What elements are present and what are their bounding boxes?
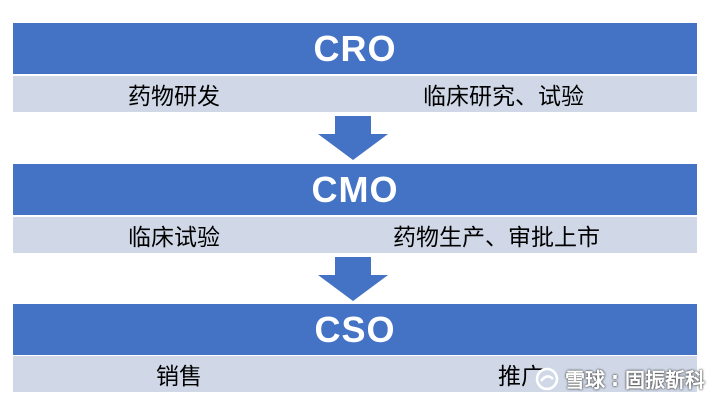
stage-row-cmo: 临床试验 药物生产、审批上市 bbox=[13, 217, 697, 253]
stage-header-cmo: CMO bbox=[13, 164, 697, 215]
stage-title: CMO bbox=[311, 168, 399, 210]
watermark-platform: 雪球 bbox=[565, 368, 605, 392]
watermark: 雪球 : 固振斱科 bbox=[535, 364, 705, 393]
watermark-separator: : bbox=[611, 366, 619, 391]
stage-title: CRO bbox=[313, 27, 397, 69]
stage-left-item: 销售 bbox=[156, 364, 202, 390]
snowball-logo-icon bbox=[535, 367, 559, 390]
stage-right-item: 药物生产、审批上市 bbox=[393, 225, 600, 251]
stage-right-item: 临床研究、试验 bbox=[423, 84, 584, 110]
stage-header-cro: CRO bbox=[13, 23, 697, 74]
watermark-author: 固振斱科 bbox=[625, 368, 705, 392]
stage-left-item: 药物研发 bbox=[128, 84, 220, 110]
down-arrow-icon bbox=[318, 116, 388, 160]
stage-title: CSO bbox=[314, 308, 396, 350]
stage-row-cro: 药物研发 临床研究、试验 bbox=[13, 76, 697, 112]
stage-left-item: 临床试验 bbox=[128, 225, 220, 251]
stage-row-cso: 销售 推广 bbox=[13, 356, 697, 392]
stage-header-cso: CSO bbox=[13, 304, 697, 355]
down-arrow-icon bbox=[318, 257, 388, 301]
